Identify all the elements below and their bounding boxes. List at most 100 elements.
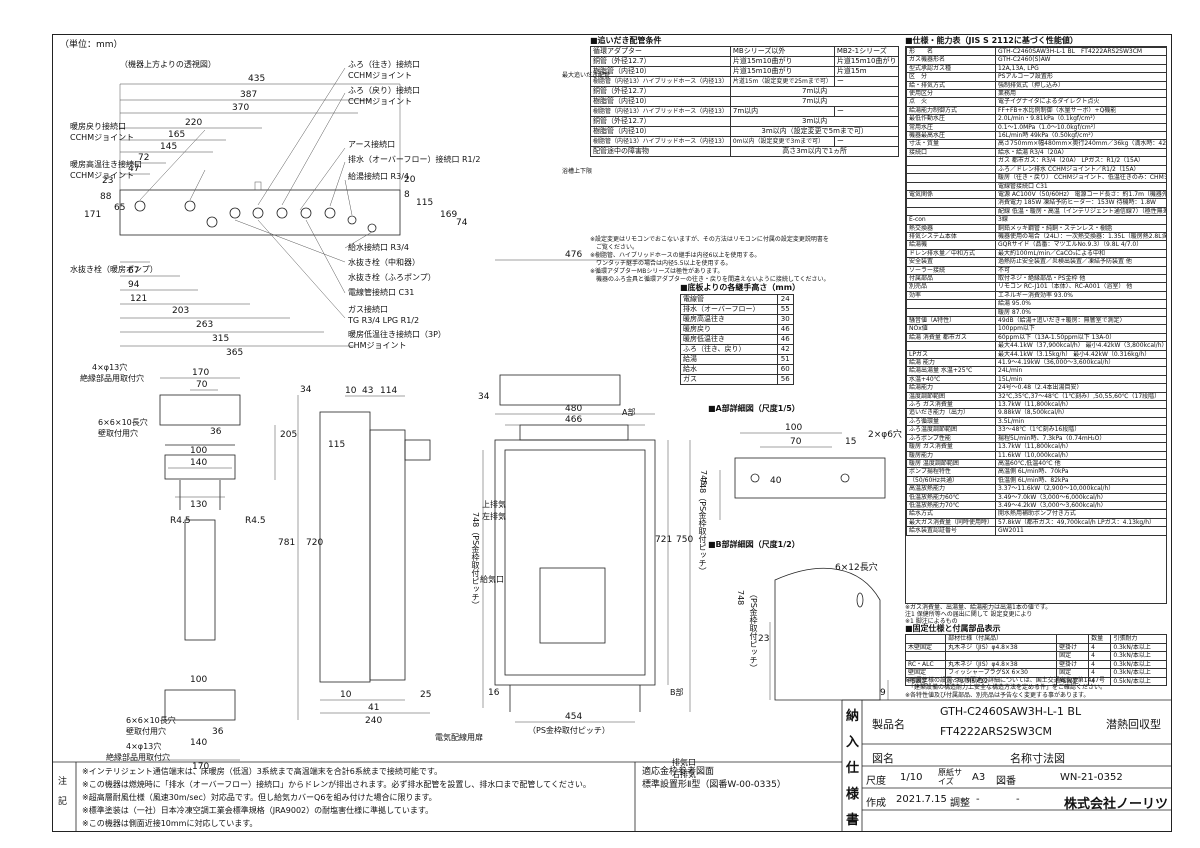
adapter-header-1: MBシリーズ以外 bbox=[729, 46, 835, 57]
side-dim-34: 34 bbox=[300, 385, 312, 395]
table-row: 銅管（外径12.7）7m以内 bbox=[590, 86, 900, 97]
bracket-slot-1: 6×6×10長穴 bbox=[98, 418, 148, 427]
bracket-hole-2: 4×φ13穴 bbox=[126, 742, 162, 751]
bracket-slot-2: 6×6×10長穴 bbox=[126, 716, 176, 725]
side-dim-115: 115 bbox=[328, 440, 346, 450]
table-row: 給湯 95.0% bbox=[906, 299, 1166, 309]
dim-8: 8 bbox=[404, 190, 410, 200]
side-dim-41: 41 bbox=[368, 703, 380, 713]
detail-b-dim-748: 748 bbox=[736, 590, 745, 606]
adapter-note-4: ※循環アダプターMBシリーズは極性があります。 bbox=[590, 268, 724, 275]
side-dim-25: 25 bbox=[420, 690, 432, 700]
bracket-hole-1: 4×φ13穴 bbox=[92, 363, 128, 372]
front-dim-16: 16 bbox=[488, 688, 500, 698]
side-dim-240: 240 bbox=[365, 716, 383, 726]
adapter-side-label: 浴槽上下限 bbox=[562, 168, 593, 175]
table-row: 銅管（外径12.7）3m以内 bbox=[590, 116, 900, 127]
table-row: 排水（オーバーフロー）55 bbox=[680, 304, 795, 315]
label-drain-bath-pump: 水抜き栓（ふろポンプ） bbox=[348, 273, 436, 282]
drawing-number-label: 図番 bbox=[996, 776, 1016, 787]
label-bath-return-joint: CCHMジョイント bbox=[348, 97, 413, 106]
detail-b-pitch: （PS金枠取付ピッチ） bbox=[749, 590, 758, 672]
table-row: 樹脂管（内径13）ハイブリッドホース（内径13）7m以内ー bbox=[590, 106, 900, 117]
dim-145: 145 bbox=[160, 142, 178, 152]
dim-115: 115 bbox=[416, 198, 434, 208]
table-row: 樹脂管（内径13）ハイブリッドホース（内径13）片道15m（設定変更で25mまで… bbox=[590, 76, 900, 87]
detail-a-dim-15: 15 bbox=[845, 437, 857, 447]
bracket-dim-100: 100 bbox=[190, 446, 208, 456]
paper-label: 原紙サイズ bbox=[938, 768, 962, 786]
table-row: 樹脂管（内径10）片道15m10曲がり片道15m bbox=[590, 66, 900, 77]
bracket-hole-2-note: 絶縁部品用取付穴 bbox=[106, 753, 170, 762]
label-gas-spec: TG R3/4 LPG R1/2 bbox=[348, 316, 420, 325]
dim-387: 387 bbox=[240, 90, 258, 100]
detail-a-hole: 2×φ6穴 bbox=[868, 430, 902, 440]
label-gas: ガス接続口 bbox=[348, 305, 388, 314]
fix-note-3: ※各特性値及び付属部品、別売品は予告なく変更する事があります。 bbox=[905, 692, 1090, 699]
table-row: ふろ（往き、戻り）42 bbox=[680, 344, 795, 355]
product-model-1: GTH-C2460SAW3H-L-1 BL bbox=[940, 705, 1082, 718]
title-block-side: 納 入 仕 様 書 bbox=[846, 709, 860, 828]
height-table-title: ■底板よりの各継手高さ（mm） bbox=[680, 283, 801, 292]
dim-67: 67 bbox=[128, 266, 140, 276]
table-row: 安全装置過熱防止安全装置／炎検出装置／凍結予防装置 他 bbox=[906, 257, 1166, 267]
adapter-note-5: 機器のふろ金具と循環アダプターの往き・戻りを間違えないように接続してください。 bbox=[590, 276, 830, 283]
dim-169: 169 bbox=[440, 210, 458, 220]
bracket-dim-205: 205 bbox=[280, 430, 298, 440]
table-row: 給水方式開水熱用補助ポンプ付き方式 bbox=[906, 509, 1166, 519]
bracket-dim-140: 140 bbox=[190, 458, 208, 468]
table-row: ふろポンプ性能揚程5L/min時、7.3kPa（0.74mH₂O） bbox=[906, 433, 1166, 444]
dim-74: 74 bbox=[456, 218, 468, 228]
scale-value: 1/10 bbox=[900, 772, 923, 783]
label-ps-pitch: （PS金枠取付ピッチ） bbox=[528, 726, 610, 735]
adapter-table: 循環アダプター MBシリーズ以外 MB2-1シリーズ 銅管（外径12.7）片道1… bbox=[590, 46, 900, 157]
label-water-supply: 給水接続口 R3/4 bbox=[348, 243, 409, 252]
bracket-dim-100b: 100 bbox=[190, 675, 208, 685]
label-right-exhaust: 右排気 bbox=[672, 770, 696, 779]
bracket-dim-r45-1: R4.5 bbox=[170, 516, 191, 526]
bracket-dim-36: 36 bbox=[210, 427, 222, 437]
detail-a-dim-748: 748 bbox=[699, 470, 708, 486]
label-heat-high-supply-joint: CCHMジョイント bbox=[70, 171, 135, 180]
unit-label: （単位：mm） bbox=[60, 40, 123, 50]
dim-88: 88 bbox=[100, 192, 112, 202]
dim-23: 23 bbox=[102, 176, 114, 186]
label-heat-low-joint: CHMジョイント bbox=[348, 341, 407, 350]
adapter-header-2: MB2-1シリーズ bbox=[833, 46, 900, 57]
adapter-header-0: 循環アダプター bbox=[590, 46, 731, 57]
label-heat-high-supply: 暖房高温往き接続口 bbox=[70, 160, 142, 169]
label-left-exhaust: 左排気 bbox=[482, 512, 506, 521]
dim-47: 47 bbox=[128, 164, 140, 174]
fix-table-title: ■固定仕様と付属部品表示 bbox=[905, 624, 1001, 633]
note-line-1: ※この機器は燃焼時に「排水（オーバーフロー）接続口」からドレンが排出されます。必… bbox=[82, 780, 591, 789]
table-row: （50/60Hz共通）低温側 6L/min時、82kPa bbox=[906, 475, 1166, 486]
revision-2: - bbox=[1016, 794, 1020, 805]
front-dim-454: 454 bbox=[565, 712, 583, 722]
label-bath-supply: ふろ（往き）接続口 bbox=[348, 60, 420, 69]
label-hot-water: 給湯接続口 R3/4 bbox=[348, 172, 409, 181]
table-row: 効率エネルギー消費効率 93.0% bbox=[906, 290, 1166, 301]
detail-b-title: ■B部詳細図（尺度1/2） bbox=[708, 540, 800, 549]
table-row: ソーラー接続不可 bbox=[906, 265, 1166, 275]
scale-label: 尺度 bbox=[866, 776, 886, 787]
dim-65: 65 bbox=[114, 203, 126, 213]
outer-frame bbox=[52, 34, 1172, 832]
table-row: 最大ガス消費量（同時使用時）57.8kW（都市ガス：49,700kcal/h L… bbox=[906, 517, 1166, 528]
table-row: 接続口給水・給湯 R3/4（20A） bbox=[906, 147, 1166, 158]
adapter-note-3: ワンタッチ継手の場合は内径5.5以上を使用する。 bbox=[590, 260, 732, 267]
table-row: 配線 低温・暖房・高温（インテリジェント通信線7）（極性無差別） bbox=[906, 206, 1166, 217]
